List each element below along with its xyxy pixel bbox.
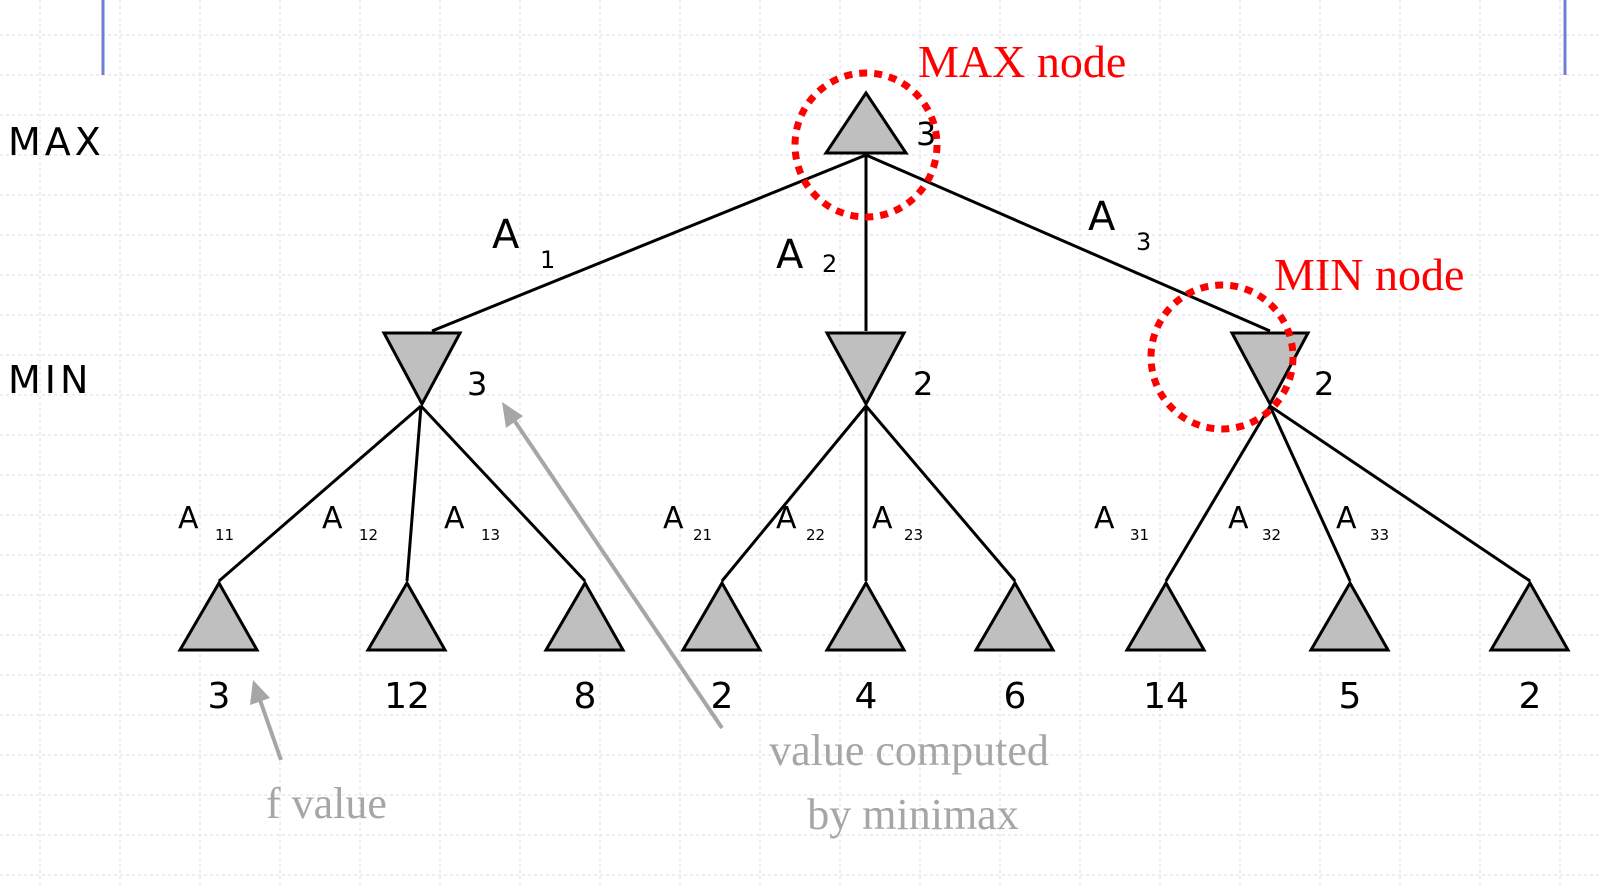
min-node-2-value: 2 — [913, 365, 933, 403]
leaf-node — [824, 579, 907, 652]
edges-level-1 — [431, 153, 1271, 333]
max-node-annotation: MAX node — [918, 36, 1126, 87]
edge-label-a13: A — [444, 501, 465, 536]
leaf-node — [973, 579, 1056, 652]
leaf-value: 14 — [1143, 676, 1189, 717]
leaf-value: 3 — [208, 676, 231, 717]
leaf-node — [177, 579, 260, 652]
leaf-value: 12 — [384, 676, 430, 717]
leaf-value: 2 — [1519, 676, 1542, 717]
edge-label-a11-sub: 11 — [215, 526, 234, 544]
level-label-max: MAX — [8, 120, 105, 164]
edge-label-a33: A — [1336, 501, 1357, 536]
leaf-value: 6 — [1004, 676, 1027, 717]
leaf-value: 2 — [711, 676, 734, 717]
min-node-3 — [1229, 331, 1311, 408]
edge-label-a21: A — [663, 501, 684, 536]
leaf-node — [1488, 579, 1571, 652]
minimax-annotation-line1: value computed — [769, 726, 1049, 775]
min-node-highlight-circle — [1147, 281, 1297, 433]
edge-label-a32: A — [1228, 501, 1249, 536]
f-value-arrow — [258, 699, 283, 761]
edge-label-a32-sub: 32 — [1262, 526, 1281, 544]
min-node-1 — [381, 331, 463, 408]
min-node-2 — [824, 331, 907, 408]
leaf-nodes — [177, 579, 1571, 652]
leaf-value: 4 — [855, 676, 878, 717]
min-node-1-value: 3 — [467, 365, 487, 403]
leaf-node — [680, 579, 763, 652]
minimax-arrow — [512, 418, 724, 730]
leaf-node — [543, 579, 626, 652]
minimax-arrowhead — [502, 402, 523, 428]
edge-label-a31: A — [1094, 501, 1115, 536]
leaf-value: 8 — [574, 676, 597, 717]
edge-label-a22: A — [776, 501, 797, 536]
leaf-value: 5 — [1339, 676, 1362, 717]
minimax-annotation-line2: by minimax — [807, 790, 1018, 839]
leaf-node — [1308, 579, 1391, 652]
edge-label-a23-sub: 23 — [904, 526, 923, 544]
edge-label-a12: A — [322, 501, 343, 536]
level-label-min: MIN — [8, 358, 92, 402]
leaf-node — [365, 579, 448, 652]
edge-label-a2-sub: 2 — [822, 250, 837, 278]
min-node-3-value: 2 — [1314, 365, 1334, 403]
edges-level-2 — [218, 404, 1531, 583]
edge-label-a12-sub: 12 — [359, 526, 378, 544]
root-max-node — [823, 90, 909, 155]
edge-label-a2: A — [776, 232, 804, 278]
edge-label-a3: A — [1088, 194, 1116, 240]
leaf-node — [1124, 579, 1207, 652]
edge-label-a21-sub: 21 — [693, 526, 712, 544]
edge-label-a31-sub: 31 — [1130, 526, 1149, 544]
f-value-arrowhead — [250, 680, 270, 705]
edge-label-a1-sub: 1 — [540, 246, 555, 274]
edge-label-a33-sub: 33 — [1370, 526, 1389, 544]
edge-label-a1: A — [492, 212, 520, 258]
edge-label-a3-sub: 3 — [1136, 228, 1151, 256]
edge-label-a22-sub: 22 — [806, 526, 825, 544]
f-value-annotation: f value — [266, 779, 387, 828]
edge-label-a23: A — [872, 501, 893, 536]
edge-label-a13-sub: 13 — [481, 526, 500, 544]
min-node-annotation: MIN node — [1274, 249, 1464, 300]
max-node-highlight-circle — [791, 69, 941, 221]
edge-label-a11: A — [178, 501, 199, 536]
